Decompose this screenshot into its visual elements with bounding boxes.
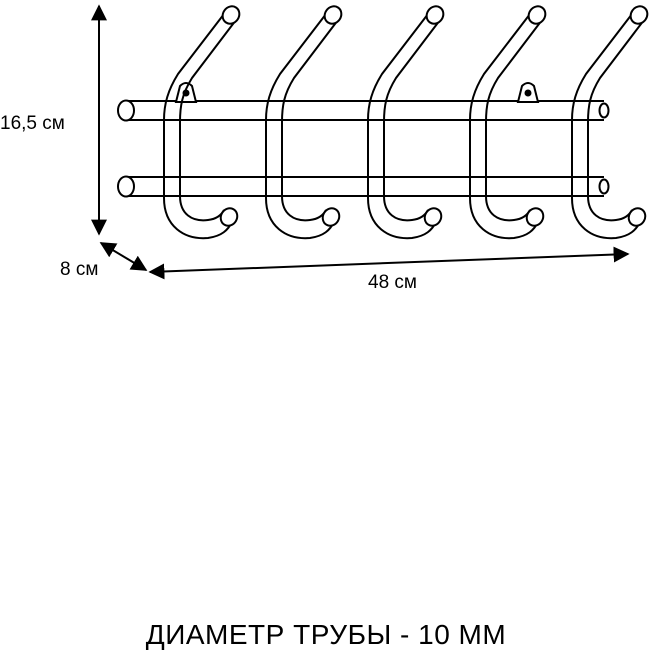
- hook-3: [367, 5, 445, 240]
- depth-label: 8 см: [60, 259, 98, 280]
- lower-rail: [117, 175, 610, 198]
- hook-2: [265, 5, 343, 240]
- depth-dimension-line: [99, 242, 148, 271]
- mount-bracket-right: [516, 82, 540, 103]
- upper-rail: [117, 99, 610, 122]
- mount-bracket-left: [174, 82, 198, 103]
- width-label: 48 см: [368, 272, 417, 293]
- height-label: 16,5 см: [0, 113, 65, 134]
- pipe-diameter-caption: ДИАМЕТР ТРУБЫ - 10 ММ: [145, 619, 507, 650]
- width-dimension-line: [148, 246, 630, 280]
- hook-4: [469, 5, 547, 240]
- hook-1: [163, 5, 241, 240]
- hook-5: [571, 5, 649, 240]
